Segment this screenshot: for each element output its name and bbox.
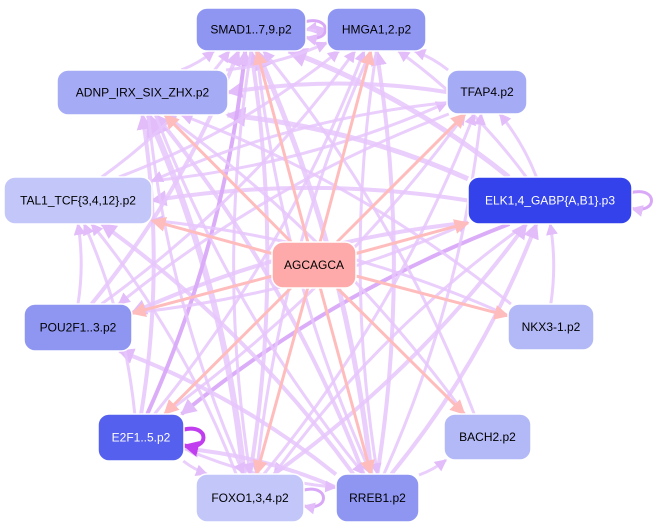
node-smad[interactable]: SMAD1..7,9.p2 [195,7,307,52]
edge-center-to-elk1 [355,219,470,255]
node-box [443,413,532,461]
edge-rreb1-to-elk1 [389,222,539,476]
node-box [56,69,229,116]
edge-foxo-to-adnp [145,112,247,475]
edge-center-to-tal1 [150,217,273,255]
node-label: POU2F1..3.p2 [40,321,117,335]
node-tal1[interactable]: TAL1_TCF{3,4,12}.p2 [3,176,153,225]
edge-nkx3-to-elk1 [546,222,558,305]
self-loop-smad [304,19,327,46]
edge-center-to-foxo [252,287,310,476]
node-label: RREB1.p2 [349,491,406,505]
edge-center-to-adnp [163,113,293,244]
edge-tal1-to-hmga [118,49,340,179]
edge-e2f1-to-foxo [182,459,208,476]
node-label: E2F1..5.p2 [112,431,171,445]
edge-rreb1-to-hmga [370,49,396,475]
node-box [326,7,427,52]
edge-elk1-to-smad [286,48,511,179]
node-label: ADNP_IRX_SIX_ZHX.p2 [76,86,210,100]
edge-elk1-to-e2f1 [180,222,511,416]
node-elk1[interactable]: ELK1,4_GABP{A,B1}.p3 [467,176,633,225]
node-label: BACH2.p2 [459,430,516,444]
center-edges-layer [130,49,510,476]
self-loop-elk1 [630,190,653,217]
node-bach2[interactable]: BACH2.p2 [443,413,532,461]
edge-adnp-to-hmga [225,41,329,72]
edge-center-to-smad [253,49,310,243]
node-tfap4[interactable]: TFAP4.p2 [446,69,528,115]
edge-center-to-tfap4 [335,112,467,244]
edge-center-to-bach2 [336,286,466,416]
node-label: TFAP4.p2 [460,85,514,99]
edge-adnp-to-foxo [147,114,245,476]
edge-adnp-to-smad [180,49,215,72]
node-label: SMAD1..7,9.p2 [210,23,292,37]
edge-center-to-rreb1 [318,287,375,476]
nodes-layer: AGCAGCA SMAD1..7,9.p2 HMGA1,2.p2ADNP_IRX_S… [3,7,633,523]
node-label: AGCAGCA [284,258,344,272]
node-label: HMGA1,2.p2 [342,23,412,37]
node-pou2f1[interactable]: POU2F1..3.p2 [23,303,133,352]
node-box [195,473,305,523]
edge-tfap4-to-hmga [413,49,450,72]
edge-rreb1-to-tfap4 [382,112,486,475]
self-loop-e2f1 [182,426,206,457]
edge-rreb1-to-bach2 [418,458,447,477]
self-loop-foxo [302,487,325,515]
node-rreb1[interactable]: RREB1.p2 [335,473,420,523]
edge-center-to-hmga [318,49,375,243]
edge-center-to-e2f1 [163,286,292,416]
edge-e2f1-to-hmga [153,49,366,415]
edge-tfap4-to-pou2f1 [117,112,450,306]
self-loops-layer [182,19,653,515]
edge-adnp-to-rreb1 [154,114,365,475]
node-label: FOXO1,3,4.p2 [211,491,289,505]
node-label: ELK1,4_GABP{A,B1}.p3 [485,194,615,208]
edge-foxo-to-tal1 [90,223,238,475]
edge-smad-to-hmga [305,25,329,38]
node-box [507,303,595,351]
node-e2f1[interactable]: E2F1..5.p2 [97,413,185,462]
node-hmga[interactable]: HMGA1,2.p2 [326,7,427,52]
node-box [97,413,185,462]
node-box [335,473,420,523]
node-box [23,303,133,352]
edges-layer [73,21,558,493]
edge-center-to-pou2f1 [130,274,273,317]
node-label: NKX3-1.p2 [522,320,581,334]
node-box [446,69,528,115]
node-label: TAL1_TCF{3,4,12}.p2 [20,194,136,208]
node-box [271,241,357,289]
edge-tal1-to-tfap4 [151,101,449,183]
edge-center-to-nkx3 [355,274,510,320]
edge-tfap4-to-tal1 [150,101,448,183]
node-box [3,176,153,225]
edge-pou2f1-to-tal1 [73,222,86,305]
edge-bach2-to-smad [262,50,476,415]
edge-smad-to-foxo [232,50,255,476]
edge-foxo-to-tfap4 [262,112,476,475]
edge-elk1-to-tfap4 [498,113,538,178]
node-foxo[interactable]: FOXO1,3,4.p2 [195,473,305,523]
node-nkx3[interactable]: NKX3-1.p2 [507,303,595,351]
edge-nkx3-to-adnp [180,113,512,306]
node-adnp[interactable]: ADNP_IRX_SIX_ZHX.p2 [56,69,229,116]
node-center-motif[interactable]: AGCAGCA [271,241,357,289]
node-box [195,7,307,52]
node-box [467,176,633,225]
